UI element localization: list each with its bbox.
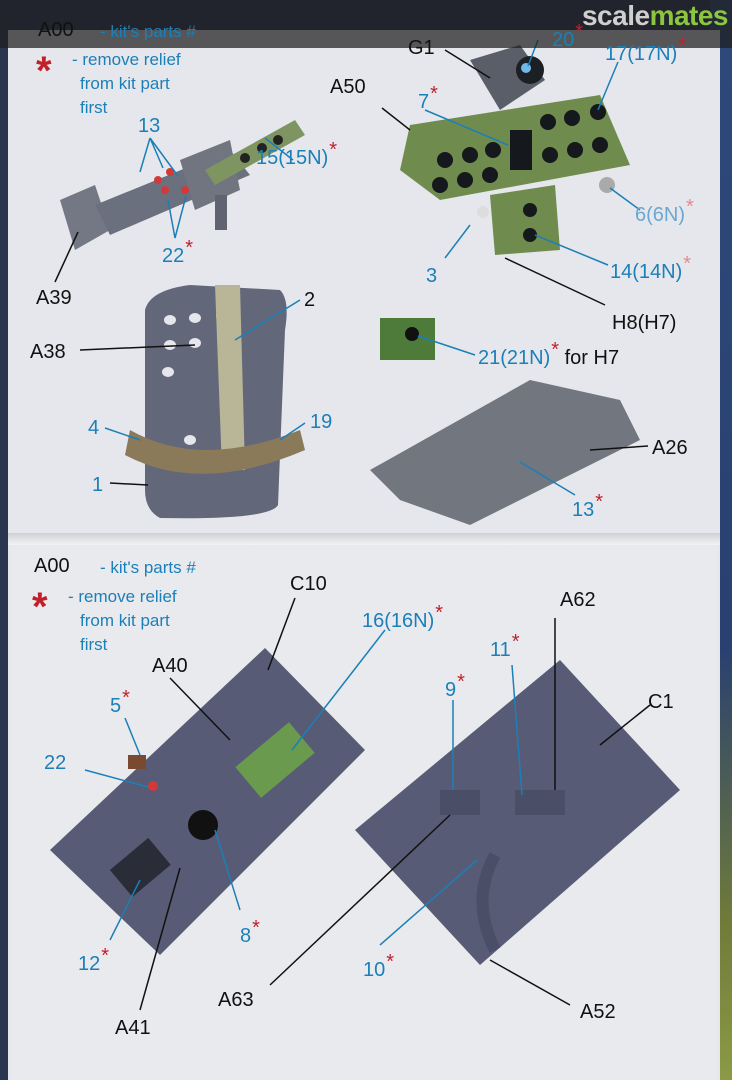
star-icon: *	[252, 917, 260, 939]
legend-star-line3: first	[80, 98, 108, 117]
legend-star-line1: - remove relief	[72, 50, 181, 69]
star-icon: *	[686, 196, 694, 218]
label-a41: A41	[115, 1017, 151, 1039]
page-fold	[8, 533, 720, 545]
throttle-quadrant-part	[60, 120, 305, 250]
legend-kit-desc: - kit's parts #	[100, 22, 196, 41]
label-11: 11*	[490, 631, 520, 661]
star-icon: *	[386, 951, 395, 973]
legend-kit-code: A00	[38, 19, 74, 41]
star-icon: *	[575, 21, 584, 43]
star-icon: *	[678, 35, 687, 57]
floor-part	[370, 380, 640, 525]
legend2-star-line3: first	[80, 635, 108, 654]
legend-star-line2: from kit part	[80, 74, 170, 93]
label-1: 1	[92, 474, 104, 496]
star-icon: *	[122, 687, 130, 709]
legend2-kit-code: A00	[34, 555, 70, 577]
label-a40: A40	[152, 655, 188, 677]
blue-leader-lines	[84, 39, 641, 946]
label-h8: H8(H7)	[612, 312, 677, 334]
label-a52: A52	[580, 1001, 616, 1023]
label-4: 4	[88, 417, 100, 439]
label-13: 13	[138, 115, 161, 137]
label-a62: A62	[560, 589, 596, 611]
label-7: 7*	[418, 83, 438, 113]
seat-part	[125, 285, 305, 519]
star-icon: *	[329, 139, 338, 161]
label-8: 8*	[240, 917, 260, 947]
label-21: 21(21N)* for H7	[478, 339, 620, 369]
label-g1: G1	[408, 37, 435, 59]
instrument-panel-part	[400, 45, 630, 255]
label-3: 3	[426, 265, 438, 287]
label-a26: A26	[652, 437, 688, 459]
star-icon: *	[595, 491, 604, 513]
star-icon: *	[457, 671, 465, 693]
label-a38: A38	[30, 341, 66, 363]
star-icon: *	[185, 237, 194, 259]
star-icon: *	[430, 83, 438, 105]
watermark-band: scalemates	[0, 0, 732, 48]
label-10: 10*	[363, 951, 395, 981]
black-leader-lines	[54, 49, 651, 1011]
label-12: 12*	[78, 945, 110, 975]
left-console-part	[50, 648, 365, 955]
legend2-star-icon: *	[32, 585, 48, 629]
label-14: 14(14N)*	[610, 253, 692, 283]
label-16: 16(16N)*	[362, 602, 444, 632]
label-22b: 22	[44, 752, 67, 774]
label-20: 20*	[552, 21, 584, 51]
label-a39: A39	[36, 287, 72, 309]
label-22: 22*	[162, 237, 194, 267]
label-a63: A63	[218, 989, 254, 1011]
legend-star-icon: *	[36, 49, 52, 93]
star-icon: *	[551, 339, 560, 361]
label-5: 5*	[110, 687, 130, 717]
label-17: 17(17N)*	[605, 35, 687, 65]
label-c1: C1	[648, 691, 674, 713]
star-icon: *	[511, 631, 520, 653]
label-9: 9*	[445, 671, 465, 701]
label-13b: 13*	[572, 491, 604, 521]
label-a50: A50	[330, 76, 366, 98]
label-2: 2	[304, 289, 316, 311]
star-icon: *	[683, 253, 692, 275]
star-icon: *	[101, 945, 110, 967]
scalemates-logo: scalemates	[581, 0, 729, 31]
legend2-kit-desc: - kit's parts #	[100, 558, 196, 577]
label-6: 6(6N)*	[635, 196, 694, 226]
legend2-star-line2: from kit part	[80, 611, 170, 630]
legend2-star-line1: - remove relief	[68, 587, 177, 606]
label-19: 19	[310, 411, 333, 433]
label-c10: C10	[290, 573, 327, 595]
star-icon: *	[435, 602, 444, 624]
label-15: 15(15N)*	[256, 139, 338, 169]
